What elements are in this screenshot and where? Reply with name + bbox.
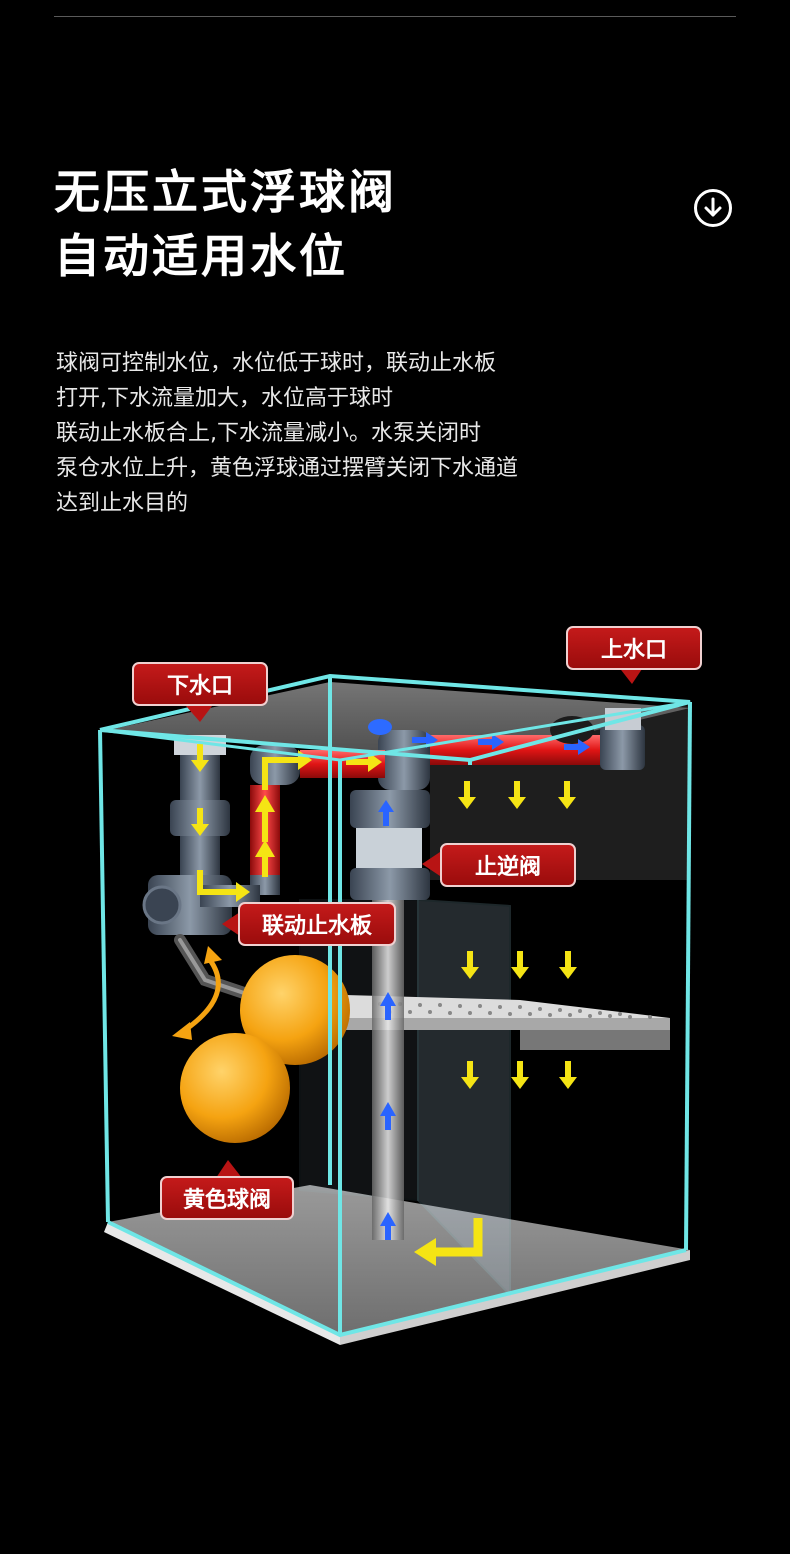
filter-plate [345, 995, 670, 1018]
description-line: 打开,下水流量加大，水位高于球时 [56, 386, 393, 411]
ball-valve-tag-pointer [216, 1160, 242, 1178]
float-ball [180, 1033, 290, 1143]
tank-base-edge [104, 1222, 340, 1345]
drain-flow-arrows [236, 882, 250, 902]
outlet-tag-pointer [186, 706, 212, 722]
scroll-down-button[interactable] [694, 189, 732, 227]
bottom-flow-arrow [432, 1218, 483, 1257]
description-line: 达到止水目的 [56, 491, 189, 516]
check-valve-body [350, 868, 430, 900]
arrow-down-circle-icon [704, 197, 722, 217]
description-line: 泵仓水位上升，黄色浮球通过摆臂关闭下水通道 [56, 456, 519, 481]
rotation-arrow [183, 958, 221, 1033]
description-line: 联动止水板合上,下水流量减小。水泵关闭时 [56, 421, 481, 446]
outlet-label: 下水口 [132, 662, 268, 706]
title-line-2: 自动适用水位 [54, 229, 348, 283]
glass-tank-frame [339, 700, 691, 762]
linked-stop-plate-label: 联动止水板 [238, 902, 396, 946]
check-valve-cap [368, 719, 392, 735]
tank-base-edge [340, 1250, 690, 1345]
inlet-label: 上水口 [566, 626, 702, 670]
overflow-flow-arrows [262, 757, 300, 790]
filter-plate [520, 1030, 670, 1050]
float-ball [240, 955, 350, 1065]
title-line-1: 无压立式浮球阀 [54, 165, 397, 219]
check-valve-elbow [378, 730, 430, 790]
check-valve-tag-pointer [422, 852, 440, 876]
stop-plate-tag-pointer [222, 912, 240, 936]
filter-plate [345, 1018, 670, 1030]
overflow-flow-arrows [368, 752, 382, 772]
yellow-ball-valve-label: 黄色球阀 [160, 1176, 294, 1220]
float-valve-diagram: 下水口 上水口 止逆阀 联动止水板 黄色球阀 [0, 600, 790, 1420]
swing-arm [178, 938, 252, 997]
overflow-flow-arrows [255, 795, 275, 877]
inlet-tag-pointer [618, 666, 644, 684]
inlet-elbow [600, 725, 645, 770]
bottom-flow-arrow [414, 1238, 436, 1266]
check-valve-label: 止逆阀 [440, 843, 576, 887]
rotation-arrow [204, 946, 222, 964]
top-divider [54, 16, 736, 17]
tank-bottom-panel [108, 1185, 690, 1335]
description-line: 球阀可控制水位，水位低于球时，联动止水板 [56, 351, 497, 376]
glass-tank-frame [99, 728, 341, 762]
check-valve-window [356, 828, 422, 873]
aquarium-illustration [98, 666, 692, 1345]
rotation-arrow [172, 1022, 192, 1040]
description: 球阀可控制水位，水位低于球时，联动止水板 打开,下水流量加大，水位高于球时 联动… [56, 346, 616, 521]
stop-plate-hub [142, 885, 182, 925]
return-tube [372, 900, 404, 1240]
drain-pipe [180, 836, 220, 876]
page-title: 无压立式浮球阀 自动适用水位 [54, 160, 397, 288]
drain-flow-arrows [197, 870, 238, 895]
